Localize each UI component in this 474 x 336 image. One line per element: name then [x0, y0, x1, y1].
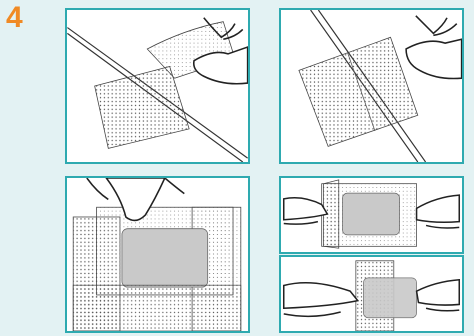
instruction-panel-1: [65, 8, 250, 164]
layered-dressing-illustration: [67, 178, 248, 331]
instruction-panel-3: [65, 176, 250, 333]
gel-pad: [122, 229, 208, 287]
dressing-folded-illustration: [281, 10, 462, 162]
instruction-panel-2: [279, 8, 464, 164]
dressing-over-line-illustration: [67, 10, 248, 162]
step-number: 4: [6, 3, 23, 33]
bottom-strip: [73, 285, 241, 331]
instruction-panel-4: [279, 176, 464, 254]
dressing-sheet: [299, 37, 418, 146]
hand-icon: [406, 39, 462, 78]
removing-liner-illustration: [281, 178, 462, 252]
instruction-panel-5: [279, 255, 464, 333]
right-hand-icon: [417, 195, 460, 222]
placing-pad-illustration: [281, 257, 462, 331]
dressing-sheet: [95, 67, 190, 149]
left-hand-icon: [284, 283, 358, 309]
gel-pad: [363, 278, 416, 318]
gel-pad: [343, 193, 400, 235]
right-hand-icon: [417, 280, 460, 305]
left-hand-icon: [284, 198, 328, 220]
